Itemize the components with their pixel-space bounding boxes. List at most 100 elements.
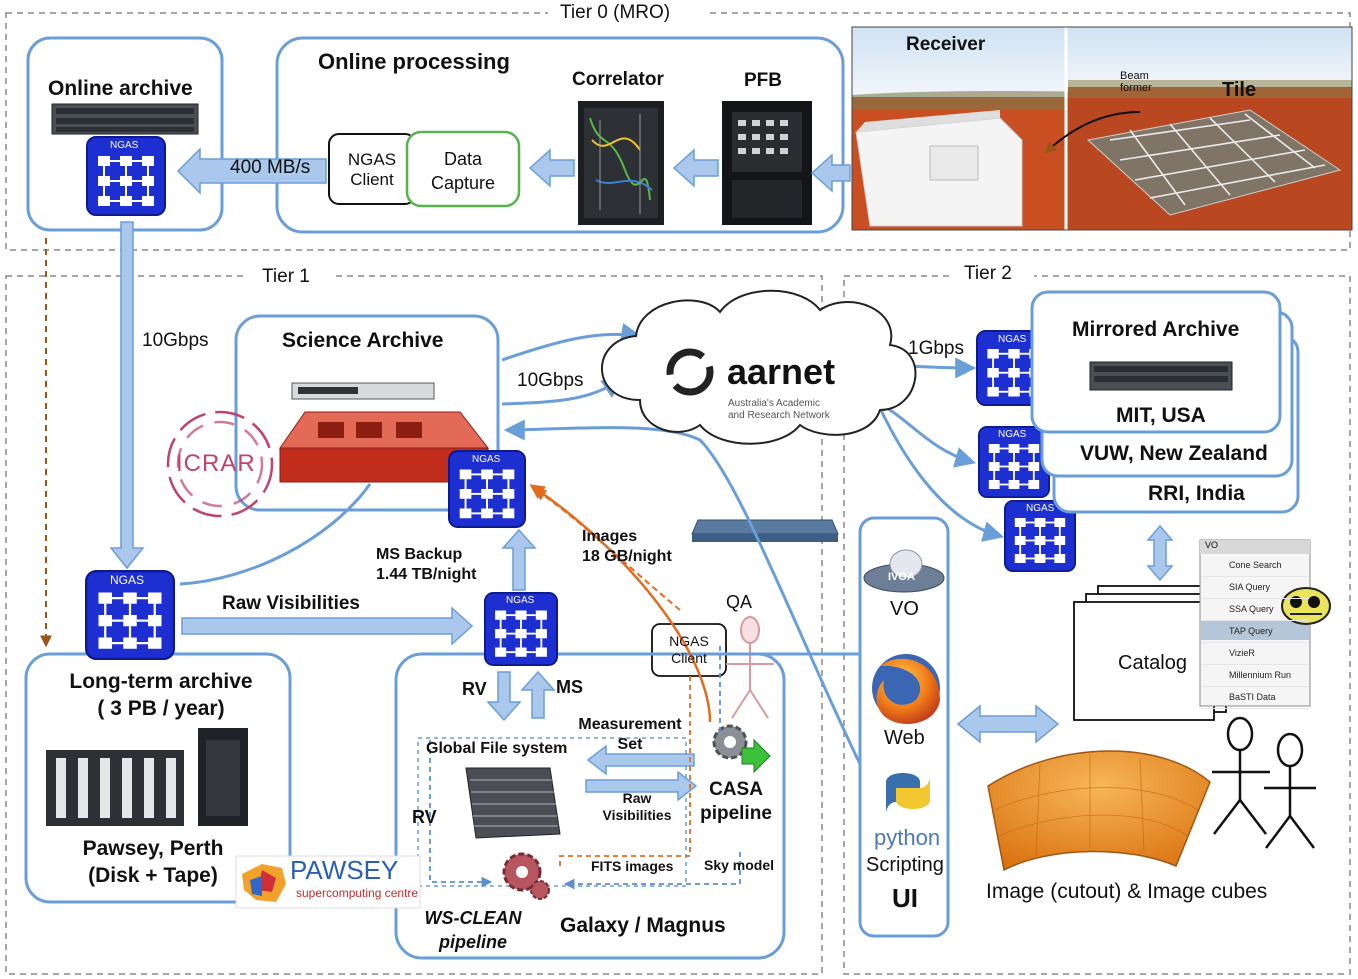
ngas-icon-label: NGAS xyxy=(998,334,1027,345)
tier2-title: Tier 2 xyxy=(964,263,1012,284)
python-icon xyxy=(886,773,930,814)
tier0-title: Tier 0 (MRO) xyxy=(560,2,671,23)
pawsey-location-label: Pawsey, Perth(Disk + Tape) xyxy=(82,837,224,887)
vo-menu-item[interactable]: Millennium Run xyxy=(1201,665,1309,687)
arrow-ms-backup xyxy=(501,528,537,591)
ngas-icon-label: NGAS xyxy=(110,573,145,587)
tier0-arrows xyxy=(176,147,851,195)
ui-panel xyxy=(858,516,950,938)
vo-menu-item[interactable]: VizieR xyxy=(1201,643,1309,665)
network-switch-icon xyxy=(691,519,839,542)
sky-model-arrow xyxy=(563,852,741,890)
global-fs-label: Global File system xyxy=(426,740,568,757)
tier2-region xyxy=(843,275,1351,975)
pawsey-logo-subtext: supercomputing centre xyxy=(296,886,419,900)
vo-menu-list: Cone Search SIA Query SSA Query TAP Quer… xyxy=(1201,555,1309,709)
rv-dashed-arrow xyxy=(429,740,493,888)
sky-model-label: Sky model xyxy=(704,857,775,873)
beam-former-label: Beam former xyxy=(1120,70,1152,95)
raw-visibilities-label: Raw Visibilities xyxy=(222,593,360,614)
ngas-icon-label: NGAS xyxy=(110,140,139,151)
ivoa-icon xyxy=(863,549,945,593)
correlator-label: Correlator xyxy=(572,69,664,90)
qa-label: QA xyxy=(726,592,753,612)
science-archive-title: Science Archive xyxy=(282,329,444,352)
ms-label: MS xyxy=(556,677,583,697)
link-10gbps-a: 10Gbps xyxy=(142,330,209,351)
vo-menu-title: VO xyxy=(1205,540,1219,550)
arrow-pfb-correlator xyxy=(672,148,719,188)
arrow-raw-vis-small xyxy=(585,770,698,802)
vo-menu-item[interactable]: SIA Query xyxy=(1201,577,1309,599)
storage-rack-icon xyxy=(465,767,561,839)
rate-label: 400 MB/s xyxy=(230,157,311,178)
qa-person-icon xyxy=(726,616,774,719)
vo-menu-item[interactable]: BaSTI Data xyxy=(1201,687,1309,709)
rri-label: RRI, India xyxy=(1148,482,1245,505)
correlator-rack-icon xyxy=(578,101,664,225)
vo-menu-item[interactable]: SSA Query xyxy=(1201,599,1309,621)
mirrored-archive-title: Mirrored Archive xyxy=(1072,318,1240,341)
server-icon xyxy=(51,103,199,135)
link-1gbps: 1Gbps xyxy=(908,338,964,359)
arrow-receiver-pfb xyxy=(810,153,851,193)
online-processing-title: Online processing xyxy=(318,49,510,74)
ngas-icon-label: NGAS xyxy=(998,429,1027,440)
casa-gear-icon xyxy=(712,724,771,774)
image-cube-icon xyxy=(987,750,1211,872)
pfb-rack-icon xyxy=(722,101,812,225)
image-cubes-label: Image (cutout) & Image cubes xyxy=(986,880,1268,903)
pawsey-logo xyxy=(235,855,421,909)
vo-menu-item[interactable]: Cone Search xyxy=(1201,555,1309,577)
ivoa-icon-text: IVOA xyxy=(888,571,915,583)
ngas-icon-label: NGAS xyxy=(506,595,535,606)
arrow-rv xyxy=(486,671,522,722)
galaxy-magnus-label: Galaxy / Magnus xyxy=(560,914,726,937)
tape-library-icon xyxy=(46,750,184,826)
rv-label: RV xyxy=(462,679,487,699)
arrow-mirror-catalog xyxy=(1146,524,1174,582)
fits-dashed-arrow xyxy=(559,676,691,870)
data-capture-box xyxy=(405,130,521,208)
pawsey-logo-text: PAWSEY xyxy=(290,855,399,885)
web-label: Web xyxy=(884,727,925,749)
icrar-logo xyxy=(166,410,274,518)
arrow-10gbps-down xyxy=(109,221,145,570)
catalog-label: Catalog xyxy=(1118,652,1187,674)
mit-label: MIT, USA xyxy=(1116,404,1206,427)
online-archive-title: Online archive xyxy=(48,77,193,100)
arrow-correlator-capture xyxy=(528,148,575,188)
arrow-measurement-set xyxy=(586,744,695,776)
receiver-tile-photo xyxy=(851,26,1353,231)
long-term-archive-title: Long-term archive( 3 PB / year) xyxy=(69,670,253,720)
aarnet-cloud xyxy=(601,289,917,445)
icrar-text: ICRAR xyxy=(176,450,256,477)
receiver-label: Receiver xyxy=(906,34,986,55)
aarnet-logo-text: aarnet xyxy=(727,351,836,392)
firefox-icon xyxy=(872,654,940,724)
arrow-400mbs xyxy=(176,147,327,195)
vo-mascot-icon xyxy=(1281,587,1331,625)
ngas-icon-label: NGAS xyxy=(472,454,501,465)
users-icon xyxy=(1212,716,1316,849)
arrow-ms xyxy=(520,670,556,719)
python-logo-text: python xyxy=(874,825,941,850)
vuw-label: VUW, New Zealand xyxy=(1080,442,1268,465)
tier1-arrows xyxy=(181,528,698,802)
fits-images-label: FITS images xyxy=(591,858,674,874)
tier1-title: Tier 1 xyxy=(262,266,310,287)
tier1-region xyxy=(5,275,823,975)
vo-menu-item-selected[interactable]: TAP Query xyxy=(1201,621,1309,643)
curve-longterm-science xyxy=(179,483,372,586)
vo-label: VO xyxy=(890,598,919,620)
